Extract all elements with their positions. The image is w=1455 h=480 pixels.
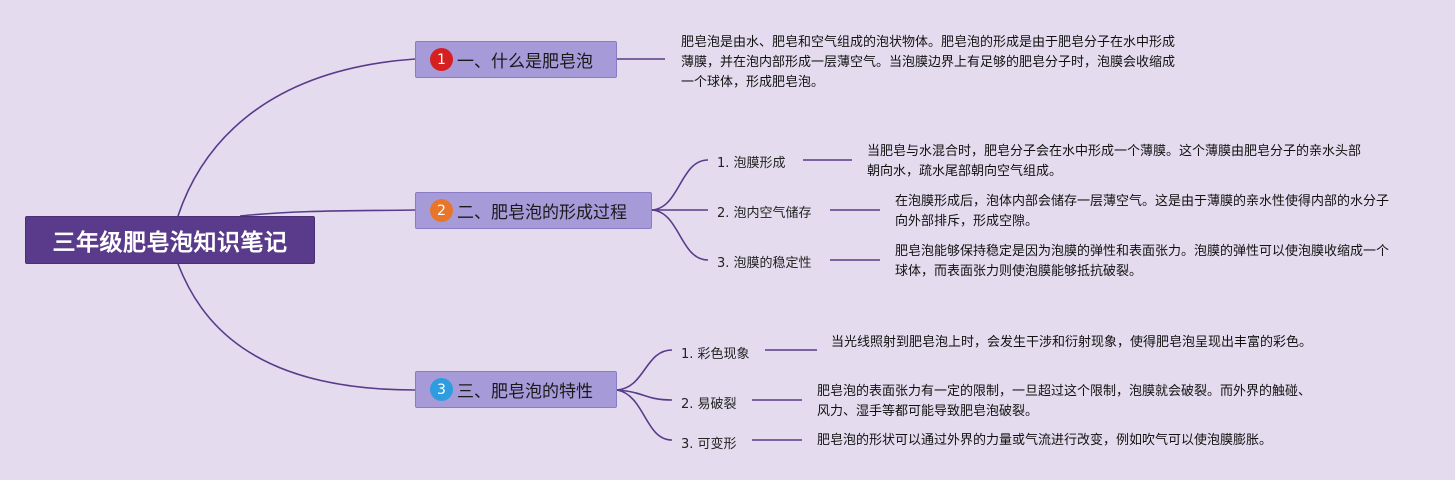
root-node[interactable]: 三年级肥皂泡知识笔记	[25, 216, 315, 264]
subtopic-description: 在泡膜形成后，泡体内部会储存一层薄空气。这是由于薄膜的亲水性使得内部的水分子向外…	[895, 194, 1390, 229]
subtopic-fragile[interactable]: 2. 易破裂	[681, 397, 737, 412]
number-badge-2: 2	[430, 199, 453, 222]
subtopic-description: 当光线照射到肥皂泡上时，会发生干涉和衍射现象，使得肥皂泡呈现出丰富的彩色。	[831, 335, 1313, 350]
subtopic-description: 肥皂泡的表面张力有一定的限制，一旦超过这个限制，泡膜就会破裂。而外界的触碰、风力…	[817, 384, 1312, 419]
subtopic-description: 肥皂泡能够保持稳定是因为泡膜的弹性和表面张力。泡膜的弹性可以使泡膜收缩成一个球体…	[895, 244, 1390, 279]
branch-characteristics[interactable]: 3 三、肥皂泡的特性	[415, 371, 617, 408]
branch-what-is-bubble[interactable]: 1 一、什么是肥皂泡	[415, 41, 617, 78]
subtopic-description: 当肥皂与水混合时，肥皂分子会在水中形成一个薄膜。这个薄膜由肥皂分子的亲水头部朝向…	[867, 144, 1362, 179]
branch-label: 三、肥皂泡的特性	[457, 382, 593, 402]
branch-formation-process[interactable]: 2 二、肥皂泡的形成过程	[415, 192, 652, 229]
branch-label: 一、什么是肥皂泡	[457, 52, 593, 72]
number-badge-3: 3	[430, 378, 453, 401]
subtopic-film-formation[interactable]: 1. 泡膜形成	[717, 156, 786, 171]
subtopic-deformable[interactable]: 3. 可变形	[681, 437, 737, 452]
branch-1-description: 肥皂泡是由水、肥皂和空气组成的泡状物体。肥皂泡的形成是由于肥皂分子在水中形成薄膜…	[681, 35, 1176, 90]
subtopic-film-stability[interactable]: 3. 泡膜的稳定性	[717, 256, 812, 271]
subtopic-air-storage[interactable]: 2. 泡内空气储存	[717, 206, 812, 221]
number-badge-1: 1	[430, 48, 453, 71]
subtopic-description: 肥皂泡的形状可以通过外界的力量或气流进行改变，例如吹气可以使泡膜膨胀。	[817, 433, 1273, 448]
root-title: 三年级肥皂泡知识笔记	[52, 230, 288, 256]
branch-label: 二、肥皂泡的形成过程	[457, 203, 627, 223]
subtopic-color-phenomenon[interactable]: 1. 彩色现象	[681, 347, 750, 362]
